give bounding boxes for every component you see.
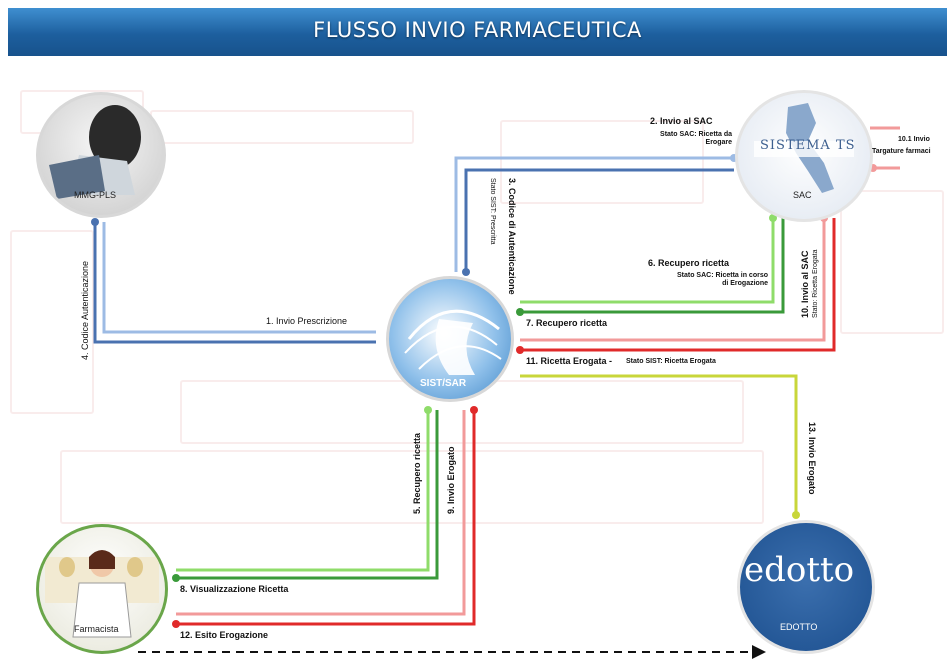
flow-label-1: 1. Invio Prescrizione — [266, 316, 348, 326]
flow-label-10-1-target: Targature farmaci — [872, 148, 931, 155]
background-watermark — [60, 450, 764, 524]
flow-line-6 — [520, 218, 775, 304]
flow-label-10: 10. Invio al SAC — [800, 250, 810, 318]
node-mmg-pls[interactable] — [36, 92, 166, 218]
title-bar: FLUSSO INVIO FARMACEUTICA — [8, 8, 947, 56]
flow-label-2-state: Stato SAC: Ricetta da Erogare — [660, 131, 732, 147]
flow-dot — [91, 218, 99, 226]
flow-line-8 — [176, 410, 439, 580]
flow-dot — [470, 406, 478, 414]
node-label-mmg: MMG-PLS — [74, 190, 117, 200]
flow-label-2: 2. Invio al SAC — [650, 116, 713, 126]
doctor-icon — [49, 105, 141, 199]
flow-label-6-state: Stato SAC: Ricetta in corso di Erogazion… — [676, 272, 768, 288]
italy-map-icon — [754, 103, 854, 193]
flow-line-12 — [176, 410, 476, 626]
node-sac[interactable] — [735, 90, 873, 222]
flow-label-5: 5. Recupero ricetta — [412, 432, 422, 514]
flow-dot — [462, 268, 470, 276]
sac-logo-text: SISTEMA TS — [760, 138, 856, 153]
flow-dot — [172, 574, 180, 582]
flow-label-11: 11. Ricetta Erogata - — [526, 356, 613, 366]
page-title: FLUSSO INVIO FARMACEUTICA — [313, 18, 642, 42]
flow-line-2 — [454, 156, 734, 272]
node-label-farmacista: Farmacista — [74, 624, 119, 634]
flow-label-3-state: Stato SIST: Prescritta — [489, 178, 496, 245]
flow-line-3 — [464, 168, 734, 272]
flow-label-3: 3. Codice di Autenticazione — [507, 178, 517, 295]
edotto-logo-text: edotto — [744, 550, 855, 590]
flow-label-10-1: 10.1 Invio — [898, 136, 930, 143]
flow-dot — [792, 511, 800, 519]
node-label-edotto: EDOTTO — [780, 622, 818, 632]
background-watermark — [840, 190, 944, 334]
flow-line-9 — [176, 410, 466, 616]
flow-line-1 — [102, 222, 376, 334]
flow-dot — [516, 308, 524, 316]
flow-label-11-state: Stato SIST: Ricetta Erogata — [626, 358, 716, 365]
flow-dot — [424, 406, 432, 414]
flow-line-4 — [93, 222, 376, 344]
background-watermark — [10, 230, 94, 414]
flow-line-11 — [520, 218, 836, 352]
background-watermark — [500, 120, 704, 204]
flow-label-13: 13. Invio Erogato — [807, 422, 817, 495]
arrow-head-icon — [752, 645, 766, 659]
flow-line-5 — [176, 410, 430, 572]
flow-label-12: 12. Esito Erogazione — [180, 630, 269, 640]
node-edotto[interactable] — [737, 520, 875, 654]
globe-icon — [404, 309, 502, 375]
flow-label-10-state: Stato: Ricetta Erogata — [812, 249, 819, 318]
pharmacist-icon — [45, 550, 159, 638]
flow-label-6: 6. Recupero ricetta — [648, 258, 730, 268]
node-farmacista[interactable] — [36, 524, 168, 654]
flow-line-10 — [520, 218, 826, 342]
node-sist-sar[interactable] — [386, 276, 514, 402]
flow-line-13 — [520, 374, 798, 515]
flow-label-4: 4. Codice Autenticazione — [80, 260, 90, 360]
node-label-sac: SAC — [793, 190, 812, 200]
flow-label-7: 7. Recupero ricetta — [526, 318, 608, 328]
flow-dot — [516, 346, 524, 354]
flow-label-8: 8. Visualizzazione Ricetta — [180, 584, 289, 594]
flow-dot — [172, 620, 180, 628]
flow-label-9: 9. Invio Erogato — [446, 446, 456, 514]
flow-line-7 — [520, 218, 785, 314]
node-label-sist: SIST/SAR — [420, 378, 467, 389]
